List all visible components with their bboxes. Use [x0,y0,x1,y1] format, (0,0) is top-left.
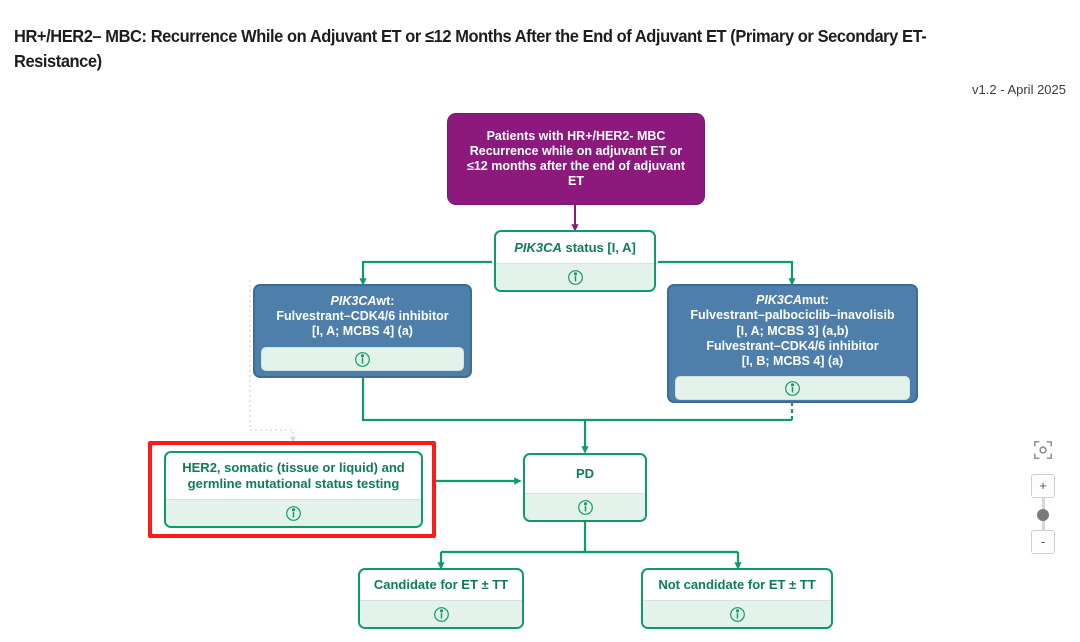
pik3ca-status-suffix: status [I, A] [561,239,636,255]
node-pik3ca-mut-text: PIK3CAmut: Fulvestrant–palbociclib–inavo… [669,286,916,376]
info-footer-not-candidate[interactable] [643,600,831,627]
node-her2-testing-text: HER2, somatic (tissue or liquid) and ger… [166,453,421,499]
zoom-in-button[interactable]: + [1031,474,1055,498]
pik3ca-mut-regimen-1: Fulvestrant–palbociclib–inavolisib [690,308,895,323]
node-pik3ca-mut-treatment[interactable]: PIK3CAmut: Fulvestrant–palbociclib–inavo… [667,284,918,403]
node-progressive-disease[interactable]: PD [523,453,647,522]
node-pik3ca-status[interactable]: PIK3CA status [I, A] [494,230,656,292]
pik3ca-mut-grade-2: [I, B; MCBS 4] (a) [741,354,844,368]
node-pik3ca-status-text: PIK3CA status [I, A] [496,232,654,263]
info-icon[interactable] [567,269,584,286]
edge-mut-to-pd [585,403,794,422]
version-label: v1.2 - April 2025 [972,82,1066,97]
pik3ca-wt-regimen: Fulvestrant–CDK4/6 inhibitor [276,308,449,323]
info-footer-pik3ca-mut[interactable] [675,376,910,401]
info-icon[interactable] [784,380,801,397]
her2-testing-line-2: germline mutational status testing [187,475,400,491]
edge-wt-to-pd [361,378,585,422]
info-icon[interactable] [354,351,371,368]
page-title: HR+/HER2– MBC: Recurrence While on Adjuv… [14,25,927,71]
pik3ca-wt-suffix: wt: [376,293,395,308]
edge-pik3ca-to-mut [658,260,796,286]
focus-icon[interactable] [1033,440,1053,460]
info-footer-her2-testing[interactable] [166,499,421,526]
pik3ca-mut-regimen-2: Fulvestrant–CDK4/6 inhibitor [706,338,879,353]
node-candidate-text: Candidate for ET ± TT [373,577,509,593]
info-icon[interactable] [285,505,302,522]
node-start-text: Patients with HR+/HER2- MBC Recurrence w… [467,128,685,189]
info-footer-pd[interactable] [525,493,645,520]
info-icon[interactable] [729,606,746,623]
node-pik3ca-wt-treatment[interactable]: PIK3CAwt: Fulvestrant–CDK4/6 inhibitor [… [253,284,472,378]
diagram-canvas[interactable]: Patients with HR+/HER2- MBC Recurrence w… [0,100,1080,642]
gene-name-pik3ca-mut: PIK3CA [756,293,802,307]
node-patients-hr-her2-mbc[interactable]: Patients with HR+/HER2- MBC Recurrence w… [447,113,705,205]
pik3ca-mut-suffix: mut: [801,293,829,307]
node-pik3ca-wt-text: PIK3CAwt: Fulvestrant–CDK4/6 inhibitor [… [255,286,470,347]
gene-name-pik3ca: PIK3CA [514,239,562,255]
node-not-candidate-for-et-tt[interactable]: Not candidate for ET ± TT [641,568,833,629]
info-footer-pik3ca-wt[interactable] [261,347,464,371]
zoom-slider-thumb[interactable] [1037,509,1049,521]
pik3ca-wt-grade: [I, A; MCBS 4] (a) [312,324,413,339]
info-footer-candidate[interactable] [360,600,522,627]
info-footer-pik3ca-status[interactable] [496,263,654,290]
zoom-slider-track[interactable] [1037,498,1049,530]
gene-name-pik3ca-wt: PIK3CA [330,293,377,308]
info-icon[interactable] [433,606,450,623]
edge-pik3ca-to-wt [359,260,492,286]
node-pd-text: PD [575,466,595,482]
her2-testing-line-1: HER2, somatic (tissue or liquid) and [182,460,405,475]
zoom-out-button[interactable]: - [1031,530,1055,554]
node-candidate-for-et-tt[interactable]: Candidate for ET ± TT [358,568,524,629]
edge-pd-to-outcomes [437,522,742,570]
zoom-controls[interactable]: + - [1026,440,1060,554]
pik3ca-mut-grade-1: [I, A; MCBS 3] (a,b) [736,323,849,338]
info-icon[interactable] [577,499,594,516]
node-her2-mutational-status-testing[interactable]: HER2, somatic (tissue or liquid) and ger… [164,451,423,528]
node-not-candidate-text: Not candidate for ET ± TT [658,577,816,593]
